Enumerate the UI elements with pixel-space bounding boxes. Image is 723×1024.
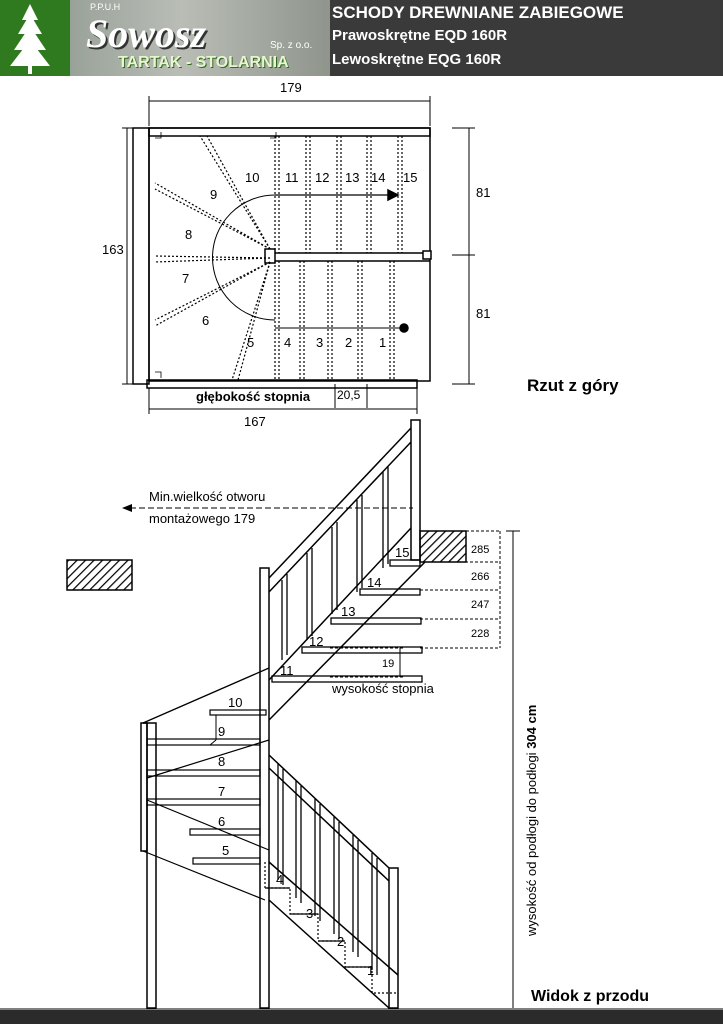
plan-step-7: 7 [182,271,189,286]
plan-step-11: 11 [285,170,299,185]
front-step-7: 7 [218,784,225,799]
dim-right-upper: 81 [476,185,490,200]
left-newel-post [146,722,157,1009]
company-prefix: P.P.U.H [90,2,121,12]
plan-view [122,96,475,414]
front-view-title: Widok z przodu [531,988,649,1005]
plan-step-1: 1 [379,335,386,350]
footer-bar [0,1010,723,1024]
front-step-14: 14 [367,575,381,590]
company-logo: P.P.U.H Sowosz Sp. z o.o. TARTAK - STOLA… [0,0,330,76]
ceiling-hatch-left [66,559,133,591]
dim-plan-height: 163 [102,242,124,257]
level-247: 247 [471,599,489,611]
tread-depth-value: 20,5 [337,388,361,402]
front-step-13: 13 [341,604,355,619]
dim-bottom-width: 167 [244,414,266,429]
plan-step-3: 3 [316,335,323,350]
front-step-8: 8 [218,754,225,769]
header-bar: P.P.U.H Sowosz Sp. z o.o. TARTAK - STOLA… [0,0,723,76]
front-step-4: 4 [276,872,283,887]
front-step-numbers: 1 2 3 4 5 6 7 8 9 10 11 12 13 14 15 [218,545,409,978]
plan-top-board [148,127,431,137]
company-tagline: TARTAK - STOLARNIA [118,54,289,71]
subtitle-left-hand: Lewoskrętne EQG 160R [332,51,502,68]
plan-left-board [132,127,150,385]
front-step-3: 3 [306,906,313,921]
plan-step-numbers: 1 2 3 4 5 6 7 8 9 10 11 12 13 14 15 [182,170,417,350]
plan-step-9: 9 [210,187,217,202]
middle-newel-post [259,567,270,1009]
subtitle-right-hand: Prawoskrętne EQD 160R [332,27,508,44]
plan-view-title: Rzut z góry [527,376,619,395]
tread-depth-label: głębokość stopnia [196,389,311,404]
dim-right-lower: 81 [476,306,490,321]
company-name: Sowosz [86,11,207,56]
front-step-9: 9 [218,724,225,739]
front-step-15: 15 [395,545,409,560]
total-height-label: wysokość od podłogi do podłogi 304 cm [524,705,539,937]
plan-step-5: 5 [247,335,254,350]
level-228: 228 [471,628,489,640]
step-height-label: wysokość stopnia [331,681,435,696]
front-step-1: 1 [367,963,374,978]
document-title: SCHODY DREWNIANE ZABIEGOWE [332,3,624,22]
plan-step-12: 12 [315,170,329,185]
plan-step-14: 14 [371,170,385,185]
step-height-value: 19 [382,658,394,670]
dim-top-width: 179 [280,80,302,95]
plan-step-8: 8 [185,227,192,242]
opening-label-line2: montażowego 179 [149,511,255,526]
front-step-6: 6 [218,814,225,829]
plan-step-2: 2 [345,335,352,350]
company-suffix: Sp. z o.o. [270,40,313,51]
level-285: 285 [471,544,489,556]
total-height-value: 304 cm [524,705,539,749]
front-step-12: 12 [309,634,323,649]
front-step-2: 2 [337,934,344,949]
plan-step-10: 10 [245,170,259,185]
ceiling-hatch-right [419,530,467,563]
plan-step-4: 4 [284,335,291,350]
front-step-11: 11 [280,663,294,678]
plan-step-13: 13 [345,170,359,185]
opening-label-line1: Min.wielkość otworu [149,489,265,504]
front-view [0,419,723,1010]
svg-text:wysokość od podłogi do podłogi: wysokość od podłogi do podłogi 304 cm [524,705,539,937]
plan-step-15: 15 [403,170,417,185]
tree-icon [0,0,70,76]
front-step-5: 5 [222,843,229,858]
level-266: 266 [471,571,489,583]
front-step-10: 10 [228,695,242,710]
total-height-text: wysokość od podłogi do podłogi [524,752,539,937]
plan-step-6: 6 [202,313,209,328]
lower-newel-post [388,867,399,1009]
upper-newel-post [410,419,421,561]
